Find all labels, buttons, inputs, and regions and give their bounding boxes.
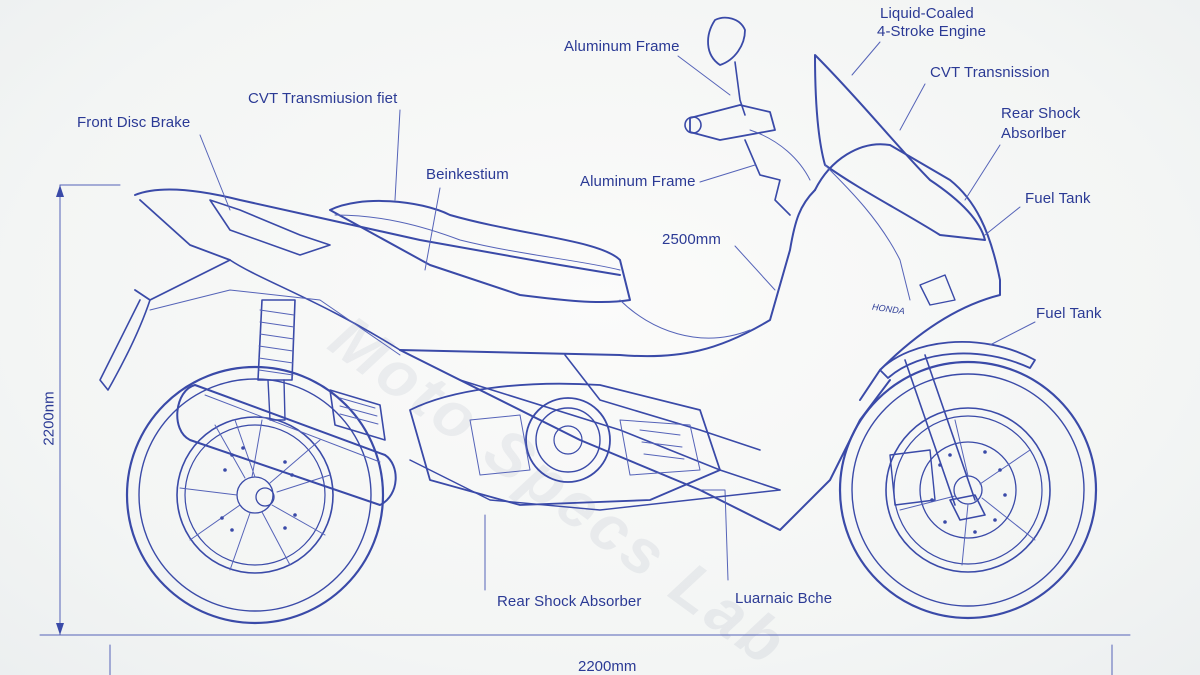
rear-body (99, 188, 621, 391)
label-aluminum-frame-mid: Aluminum Frame (580, 173, 696, 190)
dimension-height-label: 2200nm (40, 391, 58, 446)
rear-wheel (125, 365, 385, 625)
label-dimension-2500: 2500mm (662, 231, 721, 248)
front-fork (879, 340, 1036, 521)
label-rear-shock-right-line2: Absorlber (1001, 125, 1067, 142)
label-fuel-tank-lower: Fuel Tank (1036, 305, 1102, 322)
front-shield (814, 54, 1001, 401)
label-beinkestium: Beinkestium (426, 166, 509, 183)
seat (329, 199, 631, 304)
engine-cvt (409, 382, 781, 511)
label-liquid-cooled-line1: Liquid-Coaled (880, 5, 974, 22)
label-aluminum-frame-top: Aluminum Frame (564, 38, 680, 55)
main-body (399, 189, 891, 581)
label-rear-shock-bottom: Rear Shock Absorber (497, 593, 642, 610)
label-rear-shock-right-line1: Rear Shock (1001, 105, 1081, 122)
front-wheel (838, 360, 1098, 620)
muffler (176, 384, 397, 506)
label-liquid-cooled-line2: 4-Stroke Engine (877, 23, 987, 40)
rear-shock (257, 299, 296, 421)
label-luarnaic-bche: Luarnaic Bche (735, 590, 833, 607)
label-front-disc-brake: Front Disc Brake (77, 114, 191, 131)
label-fuel-tank-upper: Fuel Tank (1025, 190, 1091, 207)
label-cvt-transmission-right: CVT Transnission (930, 64, 1050, 81)
handlebar-assembly (684, 16, 811, 216)
label-cvt-transmission-left: CVT Transmiusion fiet (248, 90, 398, 107)
dimension-length-label: 2200mm (578, 658, 637, 675)
leader-lines (199, 41, 1036, 591)
dimension-lines (39, 184, 1131, 675)
